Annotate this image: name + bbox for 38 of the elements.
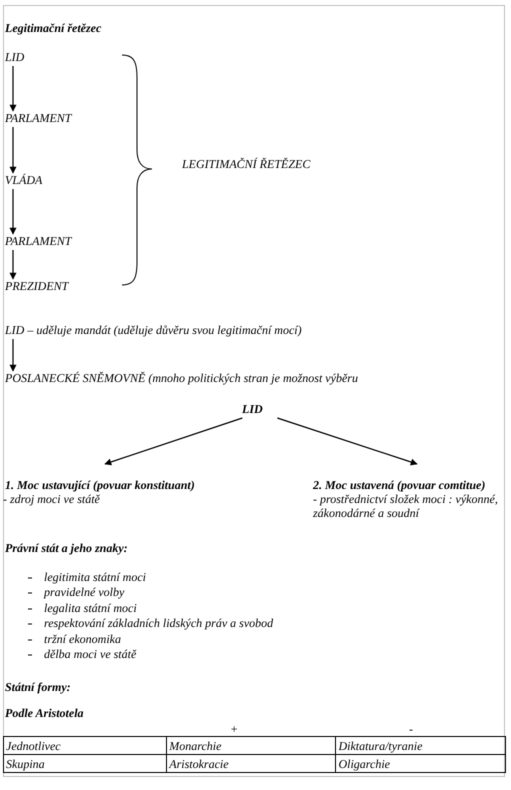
arrow — [104, 417, 243, 466]
arrow — [10, 66, 16, 112]
node-description: - prostřednictví složek moci : výkonné, zákonodárné a soudní — [313, 492, 499, 520]
node-label: LID — [242, 402, 263, 416]
table-cell: Diktatura/tyranie — [336, 736, 506, 754]
arrow — [10, 127, 16, 174]
list-item: legalita státní moci — [44, 600, 137, 615]
table-cell: Monarchie — [166, 736, 336, 754]
table-cell: Oligarchie — [336, 754, 506, 772]
list-item: dělba moci ve státě — [44, 647, 136, 661]
table-cell: Skupina — [4, 754, 167, 772]
node-label: PARLAMENT — [5, 111, 72, 125]
bracket-label: LEGITIMAČNÍ ŘETĚZEC — [182, 157, 310, 171]
heading: Legitimační řetězec — [5, 21, 102, 35]
table-cell: Aristokracie — [166, 754, 336, 772]
node-label: PARLAMENT — [5, 234, 72, 248]
column-header: + — [230, 722, 238, 736]
section-heading: Podle Aristotela — [5, 706, 84, 720]
node-heading: 1. Moc ustavující (povuar konstituant) — [5, 478, 195, 492]
node-label: VLÁDA — [5, 173, 42, 187]
arrow — [10, 250, 16, 280]
arrow — [10, 189, 16, 235]
node-heading: 2. Moc ustavená (povuar comtitue) — [313, 478, 486, 492]
node-description: - zdroj moci ve státě — [3, 492, 101, 506]
list-item: pravidelné volby — [44, 585, 124, 600]
list-item: tržní ekonomika — [44, 632, 121, 646]
node-label: POSLANECKÉ SNĚMOVNĚ (mnoho politických stran je možnost výběru — [5, 371, 358, 385]
arrow — [10, 339, 16, 372]
section-heading: Právní stát a jeho znaky: — [5, 541, 128, 555]
node-label: LID — [5, 50, 24, 64]
arrow — [277, 417, 418, 466]
list-item: legitimita státní moci — [44, 570, 146, 584]
section-heading: Státní formy: — [5, 680, 71, 694]
node-label: LID – uděluje mandát (uděluje důvěru svou legitimační mocí) — [5, 323, 302, 337]
list-item: respektování základních lidských práv a svobod — [44, 616, 274, 630]
node-label: PREZIDENT — [5, 279, 68, 293]
table-cell: Jednotlivec — [4, 736, 167, 754]
column-header: - — [409, 722, 413, 736]
